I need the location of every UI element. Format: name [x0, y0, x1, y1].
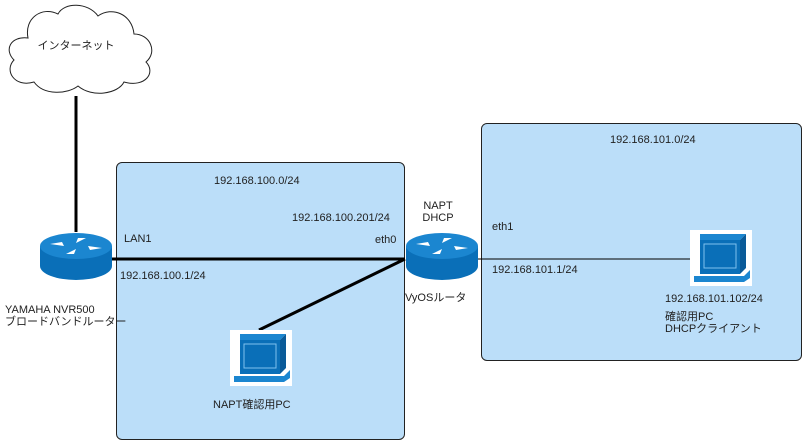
- yamaha-ip-label: 192.168.100.1/24: [120, 270, 206, 282]
- dhcp-pc-icon: [690, 230, 752, 286]
- lan-100-subnet-label: 192.168.100.0/24: [214, 175, 300, 187]
- napt-pc-icon: [230, 330, 292, 386]
- internet-cloud-icon: [8, 4, 153, 94]
- yamaha-router-icon: [40, 233, 112, 280]
- yamaha-port-label: LAN1: [124, 233, 152, 245]
- vyos-router-icon: [406, 233, 478, 280]
- napt-pc-link: [258, 257, 406, 332]
- dhcp-pc-label-line2: DHCPクライアント: [665, 323, 762, 335]
- dhcp-pc-label-line1: 確認用PC: [665, 311, 714, 323]
- lan-101-subnet-label: 192.168.101.0/24: [610, 134, 696, 146]
- napt-pc-label: NAPT確認用PC: [213, 399, 291, 411]
- vyos-eth0-ip-label: 192.168.100.201/24: [292, 212, 390, 224]
- vyos-eth0-label: eth0: [375, 234, 397, 246]
- vyos-service-napt: NAPT: [423, 200, 453, 212]
- yamaha-name-label: YAMAHA NVR500: [5, 304, 95, 316]
- dhcp-pc-ip-label: 192.168.101.102/24: [665, 293, 763, 305]
- lan-100-segment: [116, 162, 405, 440]
- vyos-eth1-label: eth1: [492, 221, 514, 233]
- yamaha-role-label: ブロードバンドルーター: [5, 316, 127, 328]
- vyos-service-dhcp: DHCP: [422, 212, 454, 224]
- vyos-name-label: VyOSルータ: [405, 292, 467, 304]
- vyos-eth1-ip-label: 192.168.101.1/24: [492, 264, 578, 276]
- internet-label: インターネット: [37, 40, 115, 52]
